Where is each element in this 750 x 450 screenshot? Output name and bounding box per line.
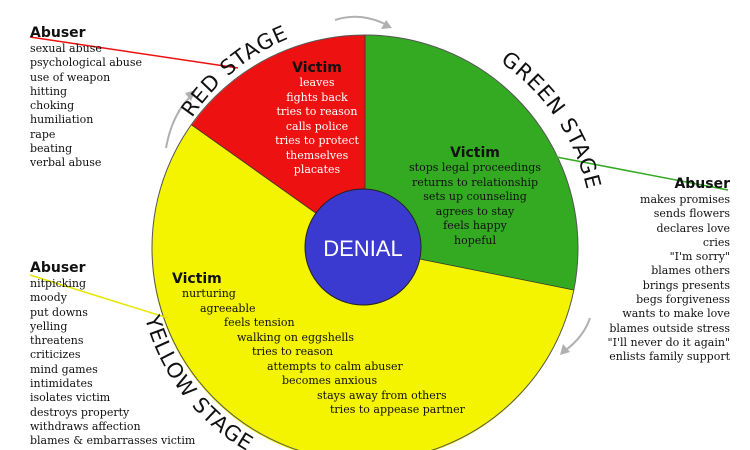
list-item: returns to relationship [411,175,539,189]
list-item: psychological abuse [30,56,143,70]
list-item: makes promises [640,193,730,206]
list-item: yelling [30,319,68,333]
list-item: tries to reason [252,345,334,358]
list-item: intimidates [30,377,93,391]
list-item: cries [702,235,730,249]
list-item: mind games [30,362,98,376]
list-item: threatens [30,334,84,348]
list-item: brings presents [642,278,730,292]
list-item: agreeable [200,301,256,315]
list-item: sexual abuse [30,42,102,55]
list-item: "I'm sorry" [669,250,730,264]
cycle-arrow-top [334,15,386,25]
cycle-arrow-right [565,317,591,351]
list-item: blames outside stress [609,321,730,335]
red-connector-line [29,36,239,69]
list-item: sends flowers [653,207,730,221]
list-item: attempts to calm abuser [267,359,403,373]
denial-circle [304,188,422,306]
list-item: beating [30,142,73,156]
list-item: nitpicking [30,277,87,290]
cycle-arrow-left [165,96,191,149]
list-item: feels happy [443,219,507,232]
yellow-connector-line [29,274,169,319]
list-item: stops legal proceedings [409,161,541,174]
list-item: tries to reason [276,105,358,118]
list-item: becomes anxious [282,374,378,387]
list-item: enlists family support [609,350,730,364]
green-stage-wedge [365,35,578,290]
denial-label: DENIAL [323,236,402,261]
list-item: humiliation [30,113,94,127]
list-item: criticizes [30,348,81,362]
list-item: hitting [30,84,68,98]
list-item: stays away from others [317,388,447,402]
list-item: agrees to stay [435,204,515,218]
list-item: themselves [285,148,349,162]
list-item: isolates victim [30,391,111,405]
green-connector-line [545,154,729,191]
list-item: use of weapon [30,70,111,84]
abuser-heading: Abuser [30,260,86,276]
arrowhead [560,344,570,355]
list-item: choking [30,99,75,113]
list-item: wants to make love [622,307,730,321]
list-item: destroys property [30,405,130,419]
victim-heading: Victim [172,271,222,287]
list-item: fights back [286,90,348,104]
list-item: hopeful [454,233,496,247]
list-item: begs forgiveness [636,293,730,307]
arrowhead [185,90,196,101]
list-item: declares love [656,221,730,235]
list-item: calls police [285,119,349,133]
list-item: nurturing [182,287,236,300]
list-item: verbal abuse [30,156,102,170]
list-item: blames & embarrasses victim [30,434,196,448]
list-item: rape [30,127,56,141]
list-item: moody [30,291,67,305]
list-item: tries to protect [275,134,359,147]
list-item: blames others [651,264,730,278]
list-item: feels tension [224,316,295,329]
red-stage-wedge [191,35,365,248]
list-item: walking on eggshells [237,330,355,344]
list-item: put downs [30,305,88,319]
abuser-heading: Abuser [674,176,730,192]
list-item: leaves [299,76,335,89]
list-item: withdraws affection [30,419,141,433]
abuser-heading: Abuser [30,25,86,41]
list-item: sets up counseling [423,190,527,203]
list-item: "I'll never do it again" [607,335,730,349]
arrowhead [381,20,392,29]
victim-heading: Victim [450,145,500,161]
list-item: placates [293,163,341,176]
victim-heading: Victim [292,60,342,76]
list-item: tries to appease partner [330,403,465,416]
